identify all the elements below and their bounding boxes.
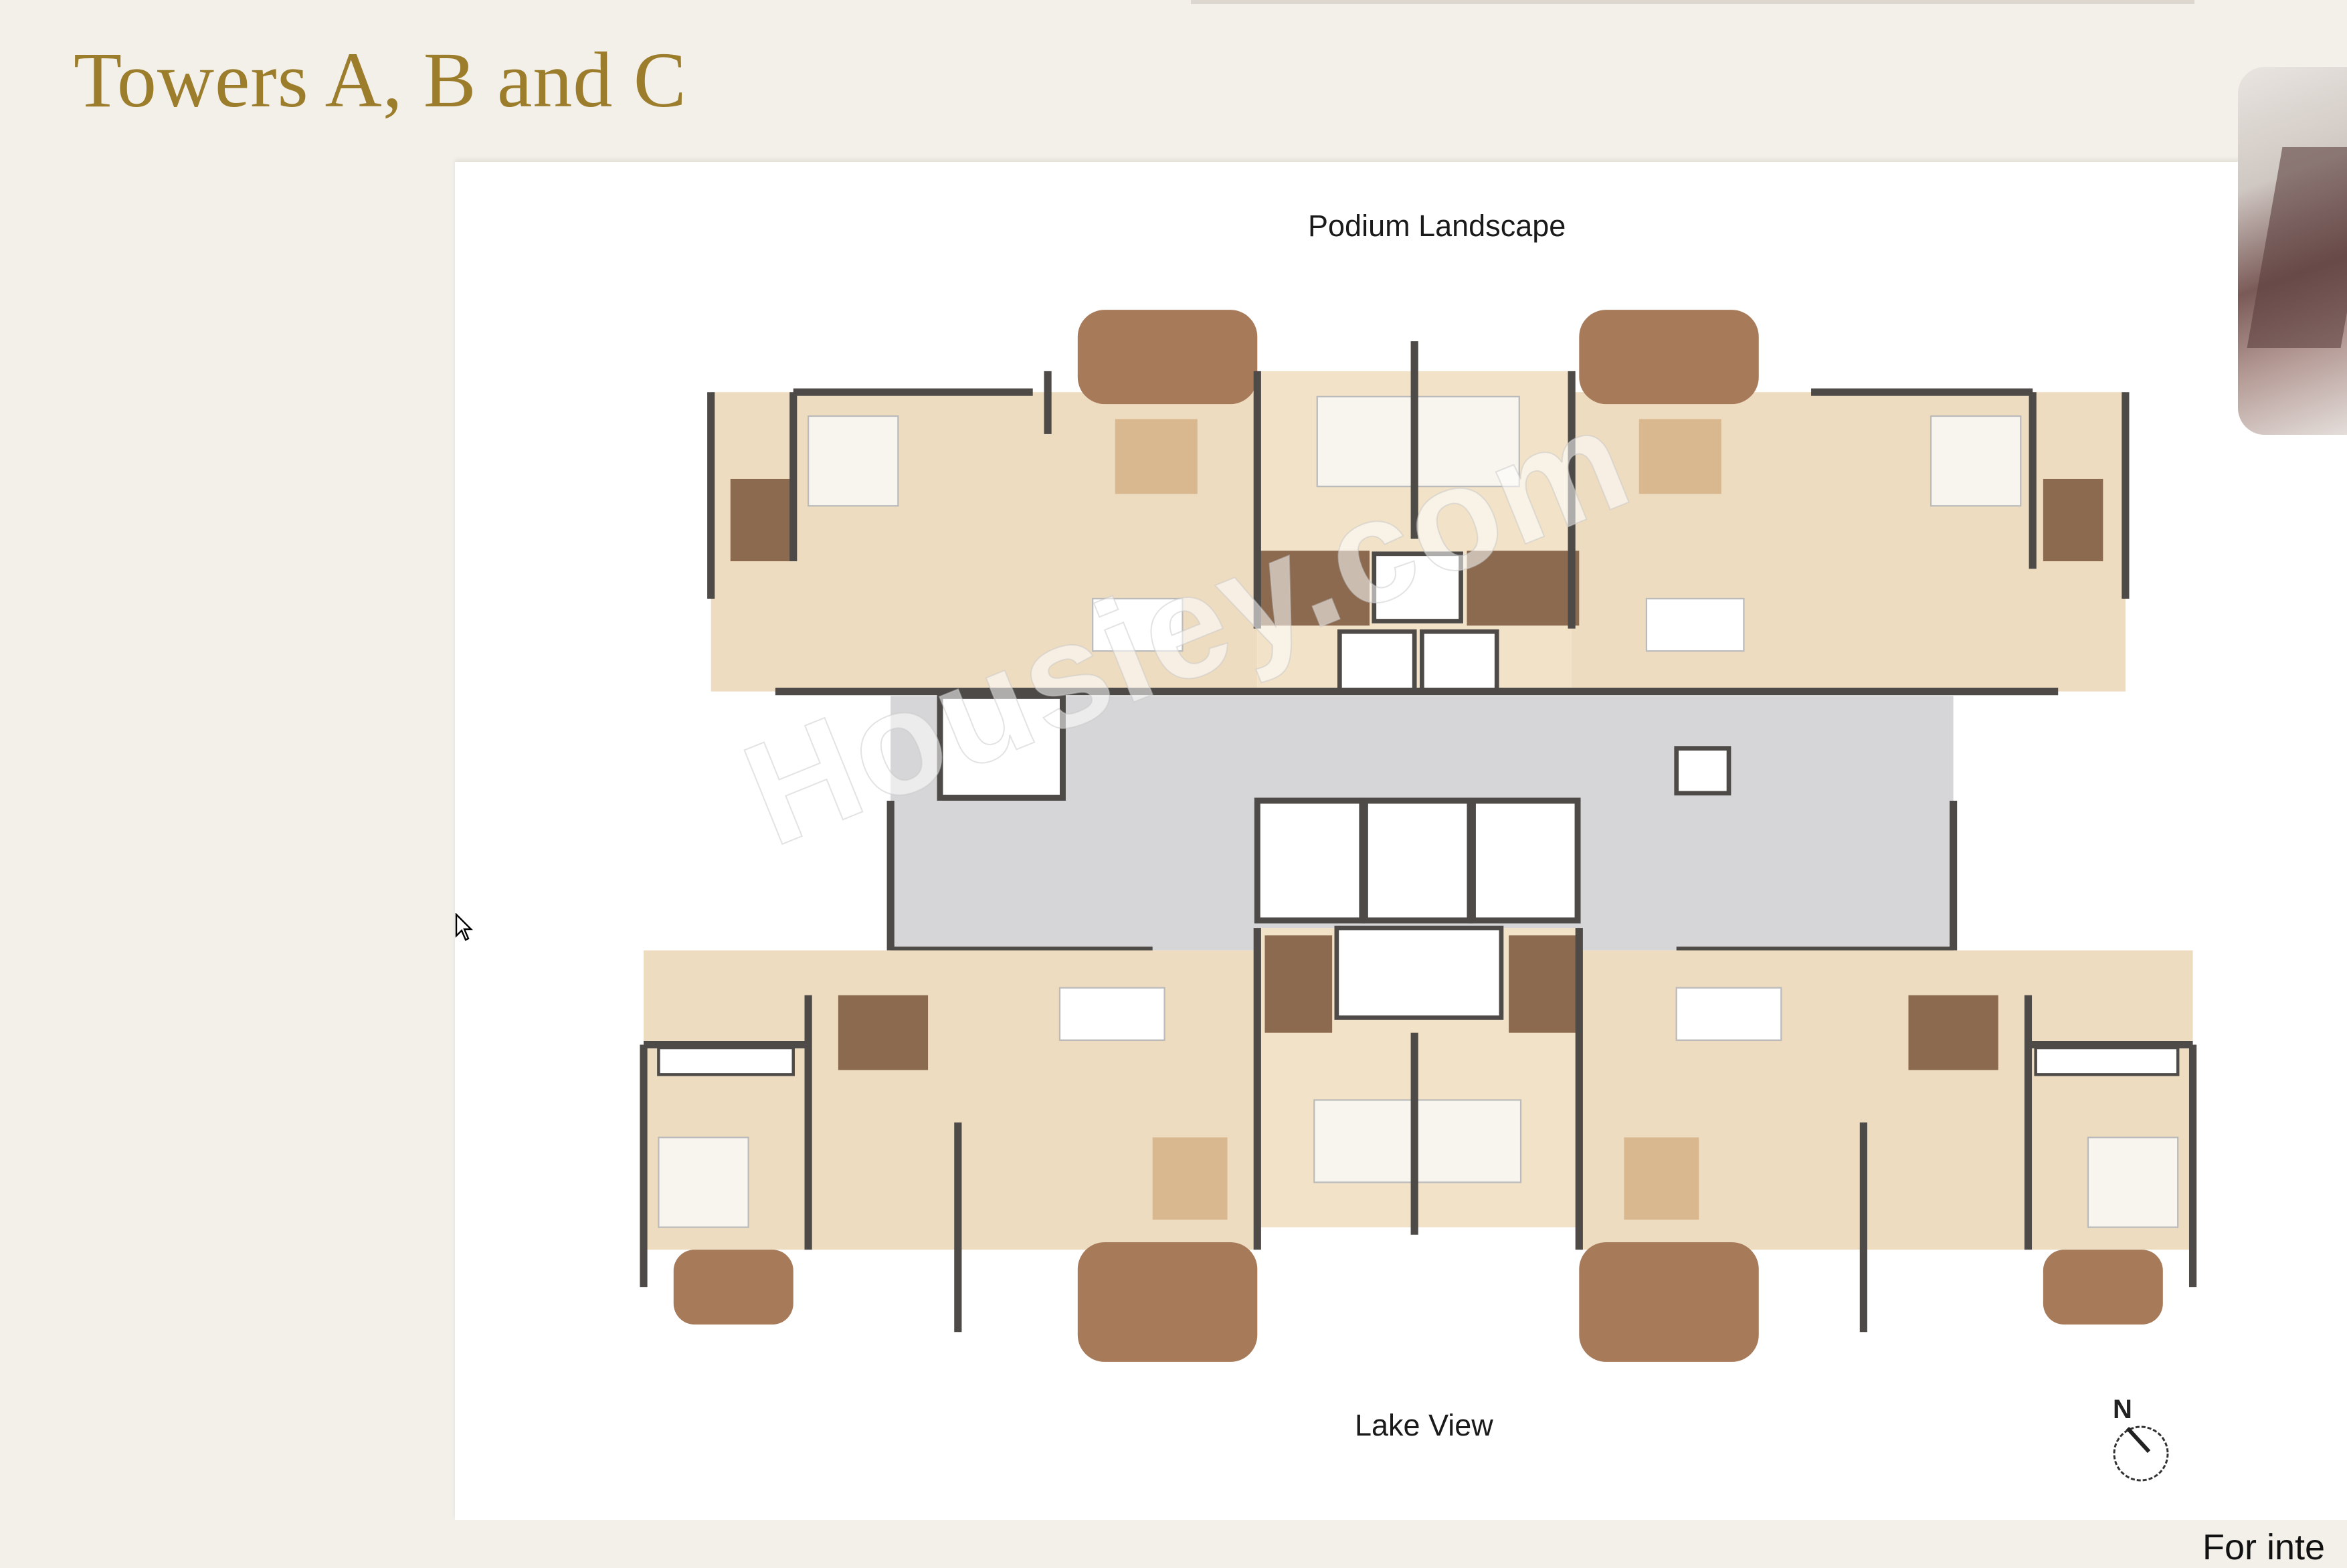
north-label: N [2113, 1395, 2132, 1424]
lower-wing [640, 925, 2197, 1362]
balcony [2043, 1250, 2163, 1325]
podium-landscape-label: Podium Landscape [1308, 209, 1566, 243]
lake-view-label: Lake View [1355, 1408, 1493, 1442]
bottom-strip [0, 1520, 2347, 1564]
balcony [1579, 1242, 1759, 1362]
toilet [2043, 478, 2103, 562]
balcony [1077, 1242, 1258, 1362]
page-title: Towers A, B and C [74, 36, 687, 124]
balcony [1077, 310, 1258, 405]
upper-wing [707, 310, 2130, 696]
footer-text: For inte [2202, 1527, 2326, 1567]
lift [1254, 797, 1366, 924]
mouse-pointer-icon [455, 913, 473, 941]
top-divider [1191, 0, 2194, 4]
central-core [886, 692, 1958, 955]
toilet [730, 478, 791, 562]
lift [1362, 797, 1473, 924]
balcony [1579, 310, 1759, 405]
north-arrow-icon: N [2107, 1395, 2181, 1488]
video-thumbnail[interactable] [2238, 67, 2347, 435]
lift [1469, 797, 1581, 924]
balcony [673, 1250, 793, 1325]
